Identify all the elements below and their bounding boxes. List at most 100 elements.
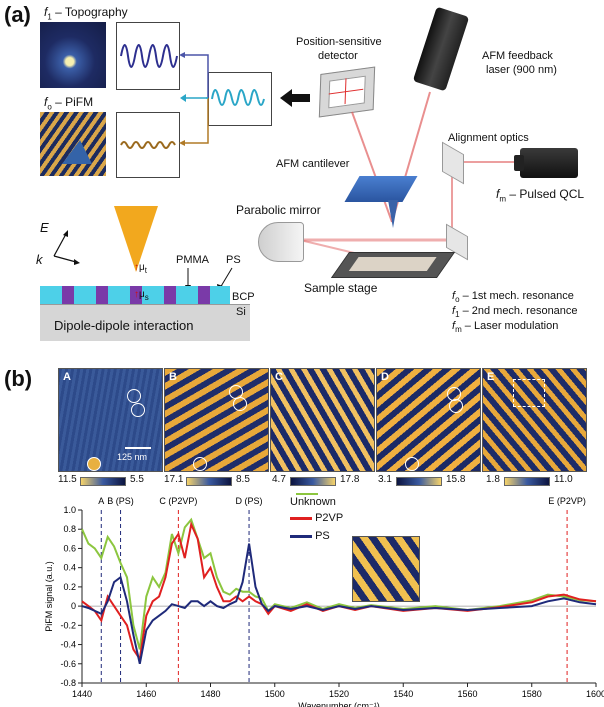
- x-axis-label: Wavenumber (cm⁻¹): [298, 701, 379, 707]
- topography-trace: [120, 44, 178, 68]
- x-tick-label: 1580: [522, 689, 542, 699]
- tip-cone: [114, 206, 158, 272]
- y-tick-label: 0.4: [63, 563, 76, 573]
- cbar-E: [504, 477, 550, 486]
- cbar-B-min: 17.1: [164, 474, 184, 485]
- bcp-label: BCP: [232, 291, 255, 303]
- map-E: E: [482, 368, 587, 472]
- si-label: Si: [236, 306, 246, 318]
- map-C: C: [270, 368, 375, 472]
- mu-t-label: ↑μt: [134, 262, 147, 275]
- E-k-arrows: [53, 230, 80, 265]
- marker-label-A: A: [98, 496, 104, 506]
- cyan-arrow: [180, 94, 208, 102]
- topography-label: f1 – Topography: [44, 5, 128, 22]
- legend-p2vp: P2VP: [290, 512, 343, 524]
- legend-unknown: [296, 488, 318, 500]
- cbar-E-max: 11.0: [554, 474, 573, 485]
- y-tick-label: -0.4: [60, 640, 76, 650]
- afm-tip: [388, 200, 398, 228]
- series-line-ps: [81, 543, 597, 665]
- freq-legend-0: fo – 1st mech. resonance: [452, 290, 574, 305]
- legend-unknown-label: Unknown: [290, 496, 336, 508]
- signal-split-arrows: [179, 52, 209, 146]
- cbar-C-max: 17.8: [340, 474, 360, 485]
- x-tick-label: 1440: [72, 689, 92, 699]
- mu-s-label: ↑μs: [134, 289, 149, 302]
- parabolic-mirror: [258, 222, 304, 262]
- combined-signal-box: [208, 72, 272, 126]
- cbar-A-max: 5.5: [130, 474, 144, 485]
- map-D-label: D: [381, 371, 389, 383]
- y-tick-label: -0.2: [60, 620, 76, 630]
- map-A: A 125 nm: [58, 368, 163, 472]
- topography-trace-box: [116, 22, 180, 90]
- y-tick-label: -0.8: [60, 678, 76, 688]
- freq-legend-1: f1 – 2nd mech. resonance: [452, 305, 578, 320]
- psd-label-1: Position-sensitive: [296, 36, 382, 48]
- parabolic-mirror-label: Parabolic mirror: [236, 203, 321, 217]
- pifm-trace-box: [116, 112, 180, 178]
- y-tick-label: 0.6: [63, 543, 76, 553]
- y-tick-label: 0: [71, 601, 76, 611]
- x-tick-label: 1500: [265, 689, 285, 699]
- series-line-unknown: [81, 517, 597, 650]
- laser-label-2: laser (900 nm): [486, 64, 557, 76]
- panel-a-letter: (a): [4, 2, 31, 27]
- pifm-image: [40, 112, 106, 176]
- y-tick-label: 0.8: [63, 524, 76, 534]
- sample-stage-label: Sample stage: [304, 281, 378, 295]
- marker-label-D: D (PS): [236, 496, 263, 506]
- cbar-D-min: 3.1: [378, 474, 392, 485]
- ps-label: PS: [226, 254, 241, 266]
- qcl-label: fm – Pulsed QCL: [496, 187, 585, 204]
- x-tick-label: 1460: [136, 689, 156, 699]
- topography-image: [40, 22, 106, 88]
- y-axis-label: PiFM signal (a.u.): [44, 561, 54, 632]
- y-tick-label: 1.0: [63, 505, 76, 515]
- marker-label-C: C (P2VP): [159, 496, 197, 506]
- legend-ps-label: PS: [315, 530, 330, 542]
- cantilever-label: AFM cantilever: [276, 158, 350, 170]
- cbar-A-min: 11.5: [58, 474, 77, 485]
- series-line-p2vp: [81, 521, 597, 662]
- x-tick-label: 1480: [200, 689, 220, 699]
- bcp-layer: [40, 286, 230, 304]
- alignment-optics-label: Alignment optics: [448, 132, 529, 144]
- pulsed-qcl: [520, 148, 578, 178]
- pifm-label: fo – PiFM: [44, 95, 94, 112]
- k-vector-label: k: [36, 252, 43, 267]
- x-tick-label: 1560: [457, 689, 477, 699]
- map-E-label: E: [487, 371, 495, 383]
- cbar-A: [80, 477, 126, 486]
- y-tick-label: -0.6: [60, 659, 76, 669]
- cbar-D-max: 15.8: [446, 474, 466, 485]
- map-B-label: B: [169, 371, 177, 383]
- map-A-label: A: [63, 371, 71, 383]
- laser-label-1: AFM feedback: [482, 50, 553, 62]
- map-C-label: C: [275, 371, 283, 383]
- x-tick-label: 1520: [329, 689, 349, 699]
- map-B: B: [164, 368, 269, 472]
- freq-legend-2: fm – Laser modulation: [452, 320, 559, 335]
- cbar-B-max: 8.5: [236, 474, 250, 485]
- cbar-C: [290, 477, 336, 486]
- x-tick-label: 1540: [393, 689, 413, 699]
- si-substrate: [40, 304, 250, 341]
- black-arrow: [280, 89, 310, 107]
- scalebar-label: 125 nm: [117, 452, 148, 462]
- legend-p2vp-label: P2VP: [315, 512, 344, 524]
- sample-stage: [330, 252, 456, 278]
- pmma-label: PMMA: [176, 254, 209, 266]
- combined-signal-trace: [211, 89, 265, 106]
- map-D: D: [376, 368, 481, 472]
- x-tick-label: 1600: [586, 689, 604, 699]
- panel-b-letter: (b): [4, 366, 33, 391]
- dipole-label: Dipole-dipole interaction: [54, 318, 194, 333]
- cbar-B: [186, 477, 232, 486]
- qcl-aperture: [514, 155, 524, 171]
- cbar-E-min: 1.8: [486, 474, 500, 485]
- pifm-spectrum-chart: 1440 1460 1480 1500 1520 1540 1560 1580 1600 -0.8…: [44, 496, 604, 707]
- cbar-D: [396, 477, 442, 486]
- psd-label-2: detector: [318, 50, 358, 62]
